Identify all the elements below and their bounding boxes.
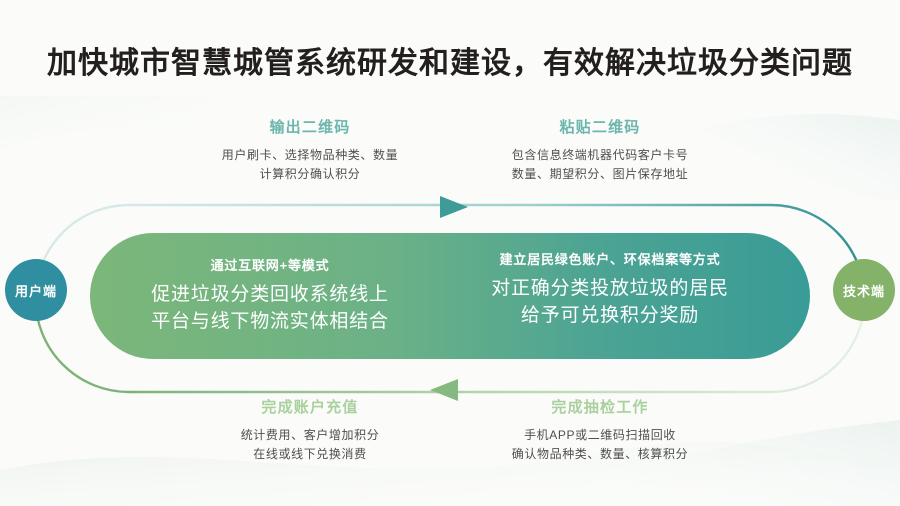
callout-bottom-left-heading: 完成账户充值 [261,399,359,416]
pill-left-line-2: 平台与线下物流实体相结合 [151,311,389,332]
callout-top-right-line-2: 数量、期望积分、图片保存地址 [511,167,689,181]
center-pill [90,233,810,359]
arrow-left-icon [430,379,458,401]
arrow-right-icon [440,196,468,218]
callout-top-left-line-2: 计算积分确认积分 [259,167,361,181]
callout-top-right-heading: 粘贴二维码 [559,119,641,136]
callout-bottom-left-line-1: 统计费用、客户增加积分 [240,428,380,442]
pill-right-line-1: 对正确分类投放垃圾的居民 [491,278,729,299]
callout-bottom-right-line-2: 确认物品种类、数量、核算积分 [511,447,689,461]
callout-top-right: 粘贴二维码 包含信息终端机器代码客户卡号 数量、期望积分、图片保存地址 [440,116,760,184]
endcap-right-label: 技术端 [842,283,885,299]
callout-bottom-left: 完成账户充值 统计费用、客户增加积分 在线或线下兑换消费 [160,396,460,464]
callout-top-left: 输出二维码 用户刷卡、选择物品种类、数量 计算积分确认积分 [160,116,460,184]
callout-top-right-line-1: 包含信息终端机器代码客户卡号 [511,148,689,162]
endcap-user-side[interactable]: 用户端 [5,259,67,321]
callout-bottom-left-line-2: 在线或线下兑换消费 [253,447,367,461]
callout-bottom-right-line-1: 手机APP或二维码扫描回收 [524,428,676,442]
pill-left-small: 通过互联网+等模式 [210,258,330,273]
callout-bottom-right: 完成抽检工作 手机APP或二维码扫描回收 确认物品种类、数量、核算积分 [440,396,760,464]
page-title: 加快城市智慧城管系统研发和建设，有效解决垃圾分类问题 [47,47,853,80]
pill-left-line-1: 促进垃圾分类回收系统线上 [151,284,389,305]
callout-bottom-right-heading: 完成抽检工作 [551,399,649,416]
pill-right-line-2: 给予可兑换积分奖励 [520,305,700,326]
callout-top-left-line-1: 用户刷卡、选择物品种类、数量 [221,148,399,162]
pill-right-small: 建立居民绿色账户、环保档案等方式 [499,252,721,267]
callout-top-left-heading: 输出二维码 [269,119,351,136]
pill-text-right: 建立居民绿色账户、环保档案等方式 对正确分类投放垃圾的居民 给予可兑换积分奖励 [440,249,780,329]
endcap-left-label: 用户端 [14,283,57,299]
pill-text-left: 通过互联网+等模式 促进垃圾分类回收系统线上 平台与线下物流实体相结合 [110,255,430,335]
endcap-tech-side[interactable]: 技术端 [833,259,895,321]
